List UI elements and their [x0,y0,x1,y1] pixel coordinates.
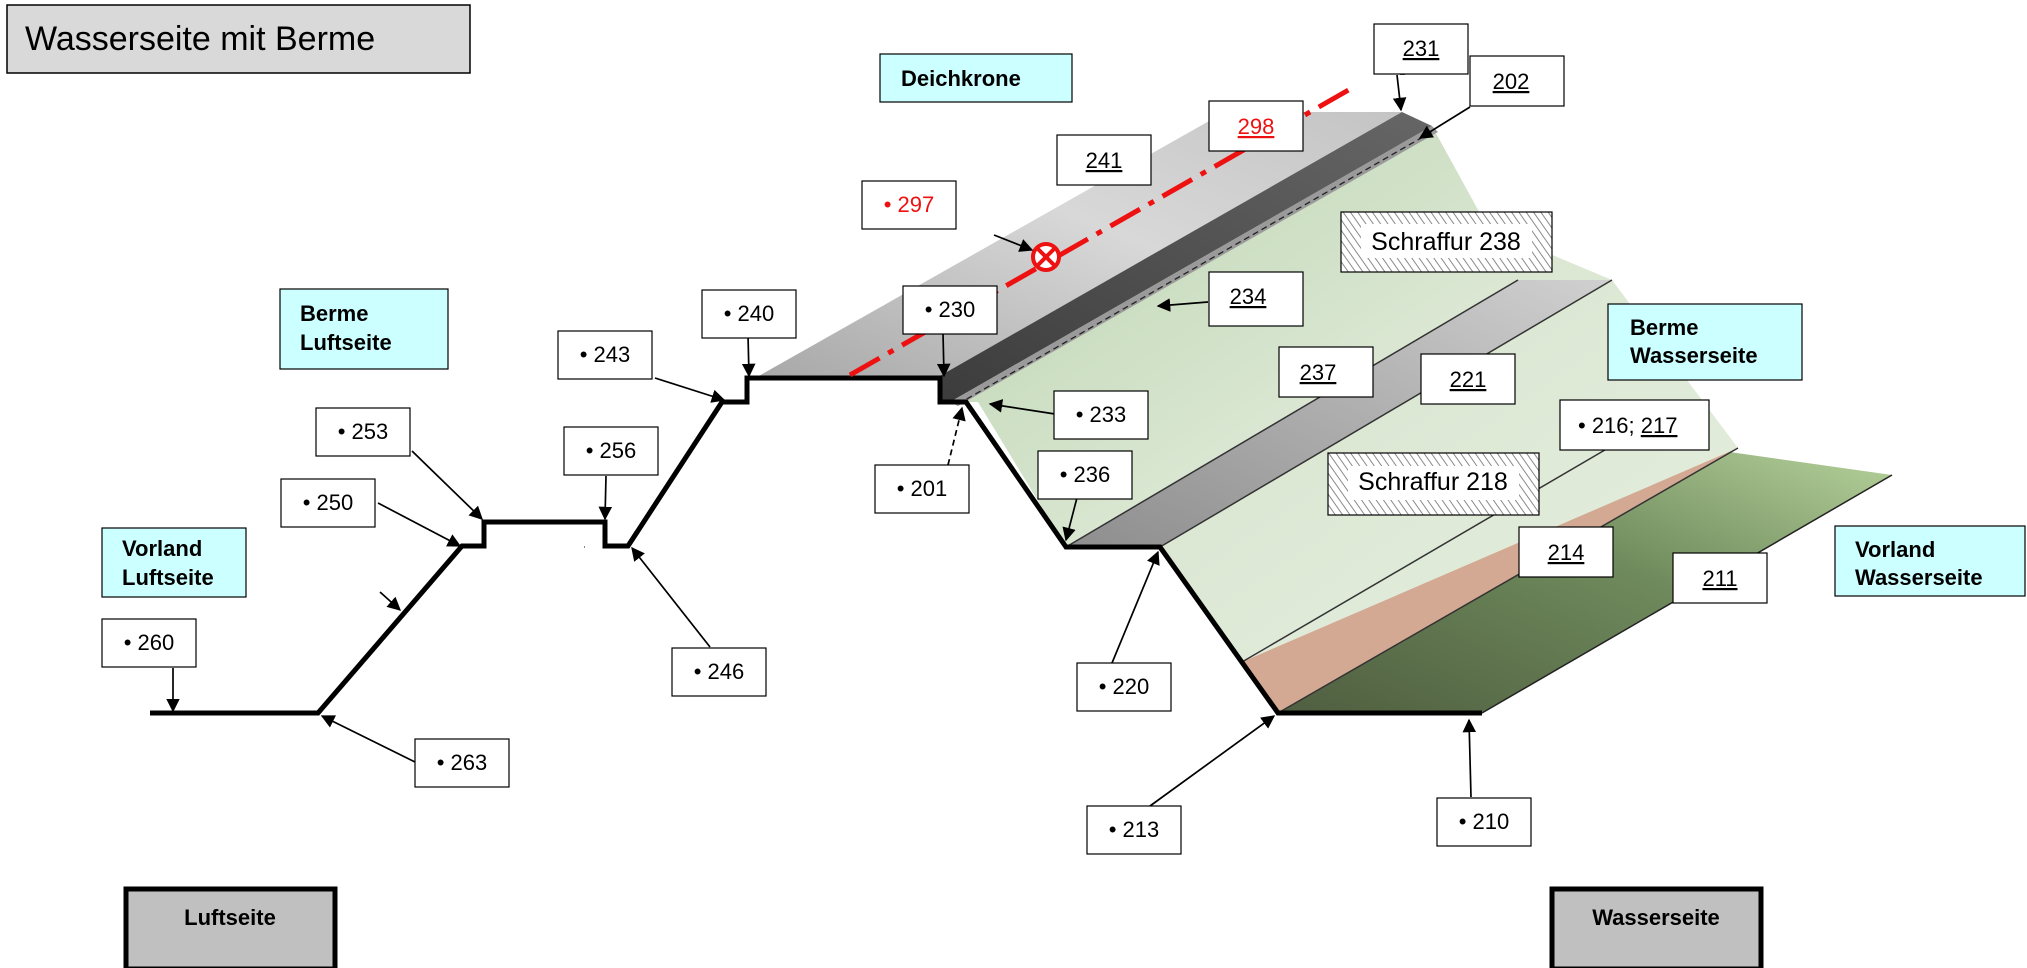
svg-text:• 253: • 253 [338,419,389,444]
svg-text:211: 211 [1702,566,1737,591]
svg-text:• 263: • 263 [437,750,488,775]
berm-wasserseite-surface [1066,280,1612,547]
svg-text:241: 241 [1086,148,1123,173]
svg-text:214: 214 [1548,540,1585,565]
svg-text:Luftseite: Luftseite [122,565,214,590]
label-298: 298 [1208,100,1304,152]
svg-text:231: 231 [1403,36,1440,61]
revetment-strip-surface [1242,440,1738,713]
svg-text:234: 234 [1230,284,1267,309]
svg-text:• 210: • 210 [1459,809,1510,834]
svg-text:Wasserseite: Wasserseite [1592,905,1720,930]
svg-text:221: 221 [1450,367,1487,392]
label-220: • 220 [1076,662,1172,712]
svg-text:Vorland: Vorland [1855,537,1935,562]
label-246: • 246 [671,647,767,697]
svg-text:• 216; 217: • 216; 217 [1578,413,1677,438]
svg-text:• 246: • 246 [694,659,745,684]
svg-text:• 260: • 260 [124,630,175,655]
label-256: • 256 [563,426,659,476]
svg-text:• 236: • 236 [1060,462,1111,487]
label-231: 231 [1373,23,1469,75]
side-label-wasserseite: Wasserseite [1549,886,1764,968]
svg-text:• 213: • 213 [1109,817,1160,842]
svg-text:Wasserseite: Wasserseite [1855,565,1983,590]
crown-revetment-surface [938,112,1432,402]
label-236: • 236 [1037,450,1133,500]
svg-text:• 256: • 256 [586,438,637,463]
svg-text:• 220: • 220 [1099,674,1150,699]
svg-text:• 297: • 297 [884,192,935,217]
zone-label-deichkrone: Deichkrone [879,53,1073,103]
surface-edge-line [1277,447,1739,714]
label-241: 241 [1056,134,1152,186]
zone-label-vorland-wasserseite: Vorland Wasserseite [1834,525,2026,597]
svg-text:• 243: • 243 [580,342,631,367]
svg-text:Deichkrone: Deichkrone [901,66,1021,91]
label-253: • 253 [315,407,411,457]
label-243: • 243 [557,330,653,380]
svg-text:Berme: Berme [300,301,368,326]
svg-text:202: 202 [1493,69,1530,94]
label-214: 214 [1518,526,1614,578]
label-240: • 240 [701,289,797,339]
svg-text:Berme: Berme [1630,315,1698,340]
label-234: 234 [1208,271,1304,327]
crown-edge-surface [950,126,1438,406]
svg-text:• 250: • 250 [303,490,354,515]
label-263: • 263 [414,738,510,788]
svg-text:237: 237 [1300,360,1337,385]
svg-text:• 201: • 201 [897,476,948,501]
hatch-label-238: Schraffur 238 [1340,211,1553,273]
svg-text:• 230: • 230 [925,297,976,322]
zone-label-vorland-luftseite: Vorland Luftseite [101,527,247,598]
svg-text:Schraffur 218: Schraffur 218 [1358,468,1508,496]
pointer-arrows [166,74,1477,807]
label-210: • 210 [1436,797,1532,847]
svg-text:• 240: • 240 [724,301,775,326]
label-202: 202 [1469,55,1565,107]
text-cursor-mark [584,546,585,548]
label-260: • 260 [101,618,197,668]
label-230: • 230 [902,285,998,335]
title-box: Wasserseite mit Berme [6,4,471,74]
axis-point-symbol [1031,242,1061,272]
label-221: 221 [1420,353,1516,405]
surface-edge-line [1159,279,1613,548]
svg-text:Vorland: Vorland [122,536,202,561]
svg-text:298: 298 [1238,114,1275,139]
label-297: • 297 [861,180,957,230]
dike-profile-line [150,375,1482,716]
surface-edge-line [1241,439,1623,663]
surface-edge-line-202 [957,129,1436,405]
label-233: • 233 [1053,390,1149,440]
label-201: • 201 [874,464,970,514]
side-label-luftseite: Luftseite [123,886,338,968]
label-213: • 213 [1086,805,1182,855]
svg-text:Luftseite: Luftseite [184,905,276,930]
label-237: 237 [1278,346,1374,398]
label-216-217: • 216; 217 [1559,399,1710,451]
svg-text:Wasserseite: Wasserseite [1630,343,1758,368]
label-250: • 250 [280,478,376,528]
zone-label-berme-luftseite: Berme Luftseite [279,288,449,370]
svg-text:Schraffur 238: Schraffur 238 [1371,228,1521,256]
page-title: Wasserseite mit Berme [25,20,375,58]
svg-text:• 233: • 233 [1076,402,1127,427]
zone-label-berme-wasserseite: Berme Wasserseite [1607,303,1803,381]
surface-edge-line [1065,279,1519,548]
label-211: 211 [1672,552,1768,604]
hatch-label-218: Schraffur 218 [1327,452,1540,516]
svg-text:Luftseite: Luftseite [300,330,392,355]
pointer-201-dashed [947,406,966,466]
